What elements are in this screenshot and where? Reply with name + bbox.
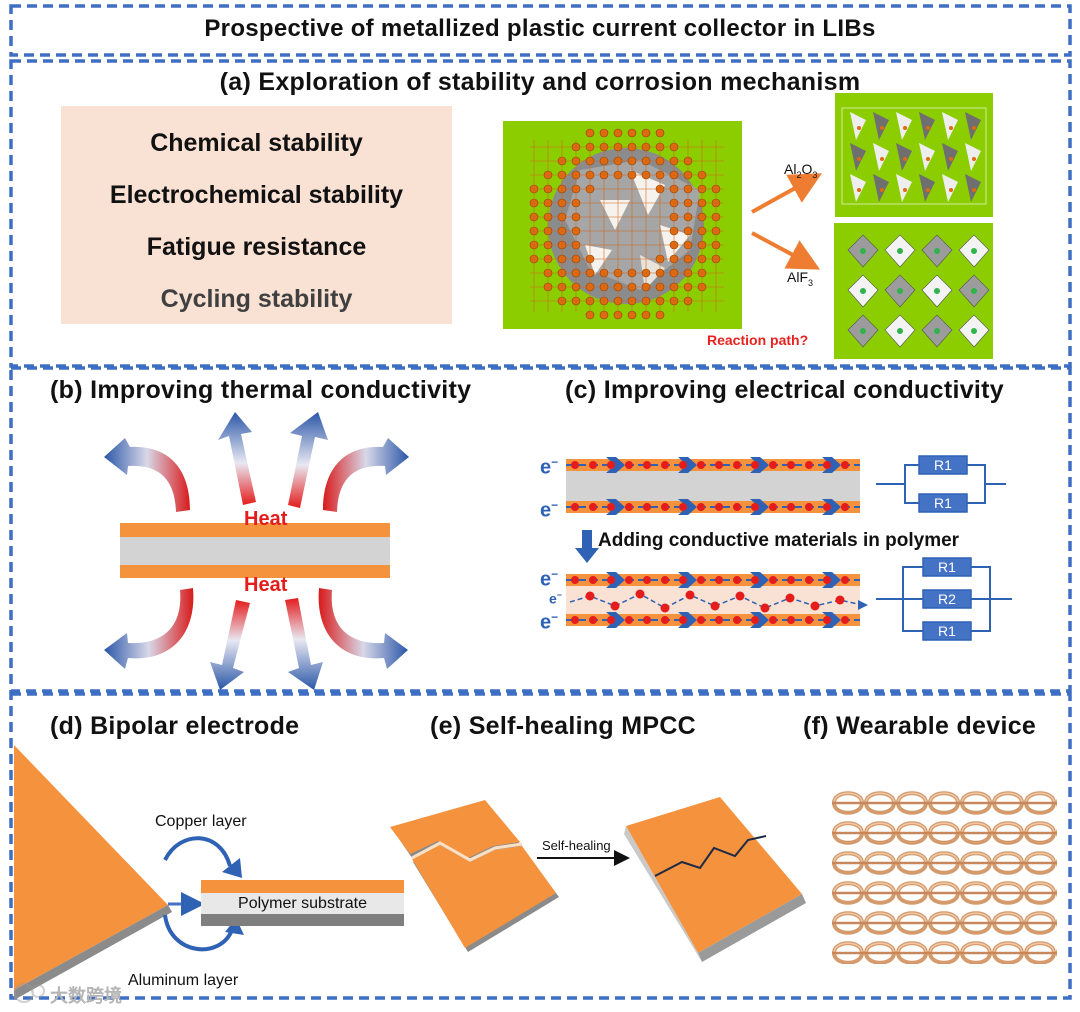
arrow-to-alf3	[751, 231, 821, 270]
resistor-r1-a: R1	[938, 559, 956, 575]
reaction-path-question: Reaction path?	[707, 332, 809, 348]
electron-label-2: e−	[540, 498, 559, 522]
heat-arrow-down-2	[285, 598, 323, 690]
bottom-metal-layer	[120, 565, 390, 578]
polymer-layer	[120, 537, 390, 565]
al2o3-structure-image	[835, 93, 993, 217]
heat-curl-top-left	[104, 438, 190, 512]
product-alf3-label: AlF3	[787, 269, 814, 288]
resistor-r1-b: R1	[938, 623, 956, 639]
panel-def-border	[9, 692, 1072, 1000]
top-metal-layer	[120, 523, 390, 537]
panel-bc-border	[9, 366, 1072, 693]
copper-layer-label: Copper layer	[155, 813, 247, 830]
electron-label-4: e−	[549, 590, 563, 607]
panel-e-title: (e) Self-healing MPCC	[430, 712, 697, 740]
step-down-arrow	[575, 530, 599, 563]
stability-item-2: Electrochemical stability	[109, 181, 404, 209]
circuit-top	[876, 464, 1006, 504]
stability-item-1: Chemical stability	[150, 129, 363, 157]
watermark-text: 大数跨境	[50, 986, 122, 1006]
panel-d-title: (d) Bipolar electrode	[50, 712, 300, 740]
heat-curl-bottom-right	[318, 588, 408, 669]
step-label: Adding conductive materials in polymer	[598, 530, 960, 551]
stability-item-4: Cycling stability	[160, 285, 353, 313]
electron-label-3: e−	[540, 567, 559, 591]
large-sheet	[14, 745, 168, 990]
stability-item-3: Fatigue resistance	[146, 233, 367, 261]
heat-label-top: Heat	[244, 508, 288, 530]
alf3-structure-image	[834, 223, 993, 359]
electron-label-1: e−	[540, 455, 559, 479]
panel-c-title: (c) Improving electrical conductivity	[565, 376, 1004, 404]
heat-arrow-up-1	[218, 412, 256, 505]
figure-title: Prospective of metallized plastic curren…	[204, 15, 876, 42]
self-healing-arrow-label: Self-healing	[542, 838, 611, 853]
panel-b-title: (b) Improving thermal conductivity	[50, 376, 472, 404]
bipolar-diagram	[14, 745, 404, 1000]
heat-curl-bottom-left	[104, 588, 194, 669]
self-healing-diagram	[390, 797, 806, 962]
panel-a-title: (a) Exploration of stability and corrosi…	[219, 68, 861, 96]
resistor-r1-top: R1	[934, 457, 952, 473]
stability-list-box	[61, 106, 452, 324]
product-al2o3-label: Al2O3	[784, 161, 818, 180]
electron-label-5: e−	[540, 610, 559, 634]
watermark-logo	[14, 983, 45, 1003]
wearable-mesh-image	[832, 788, 1057, 964]
aluminum-layer-label: Aluminum layer	[128, 972, 239, 989]
conductivity-diagram	[566, 455, 1012, 641]
heat-diagram	[104, 412, 409, 690]
lattice-cluster-image	[503, 121, 742, 329]
heat-curl-top-right	[323, 438, 409, 512]
heat-arrow-up-2	[288, 412, 328, 508]
arrow-to-al2o3	[751, 173, 822, 214]
resistor-r1-bottom: R1	[934, 495, 952, 511]
heat-label-bottom: Heat	[244, 574, 288, 596]
panel-borders	[9, 4, 1072, 1000]
panel-a-border	[9, 59, 1072, 368]
panel-f-title: (f) Wearable device	[803, 712, 1037, 740]
title-border	[9, 4, 1072, 57]
circuit-bottom	[876, 566, 1012, 632]
polymer-substrate-label: Polymer substrate	[238, 895, 367, 912]
resistor-r2: R2	[938, 591, 956, 607]
heat-arrow-down-1	[210, 600, 250, 690]
